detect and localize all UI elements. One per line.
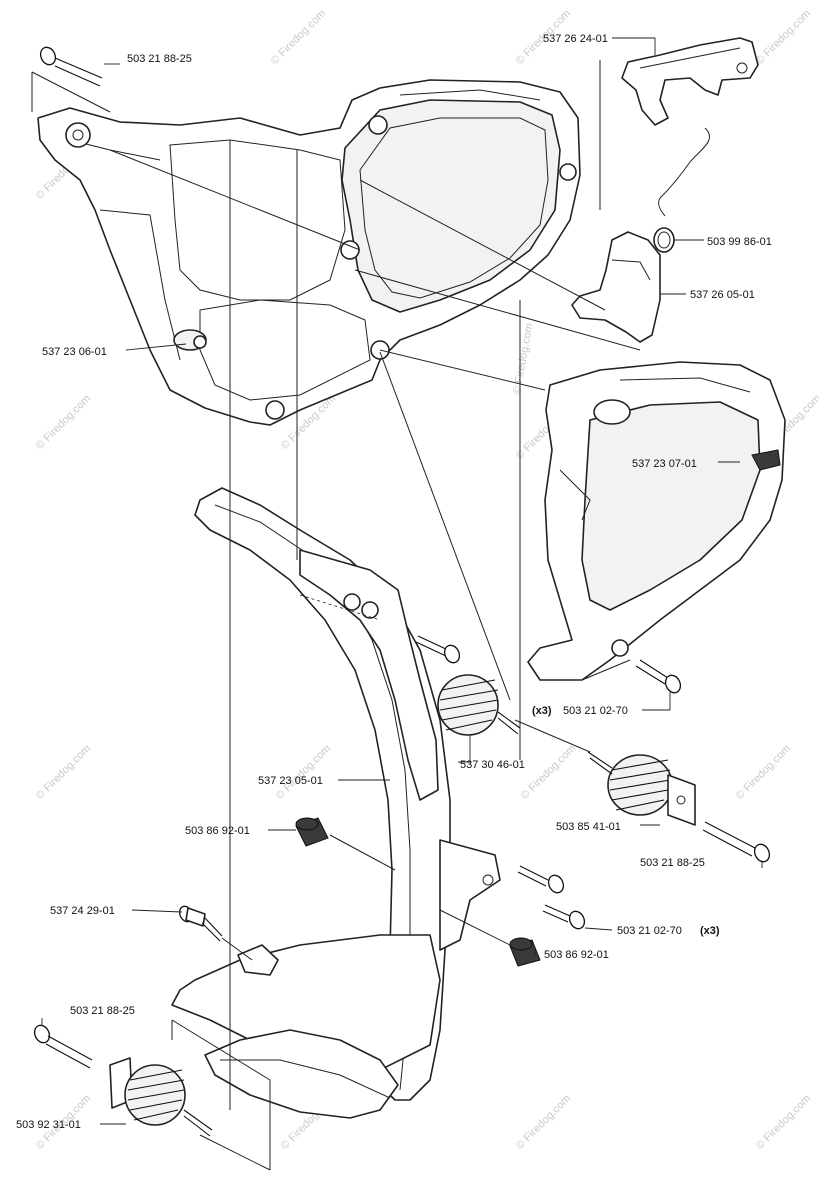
screw-spring-right <box>702 821 771 863</box>
throttle-trigger <box>621 37 759 126</box>
screw-bracket-2 <box>542 904 586 930</box>
throttle-lockout <box>571 231 661 343</box>
part-label: 503 86 92-01 <box>185 825 250 837</box>
rubber-buffer-upper <box>295 817 329 847</box>
trigger-spring <box>653 127 711 253</box>
part-label-qty: (x3) <box>532 705 552 717</box>
rubber-buffer-lower <box>509 937 541 967</box>
assembly-lines <box>31 60 641 1171</box>
watermark: © Firedog.com <box>519 743 579 803</box>
stud-537-24-29 <box>178 905 223 942</box>
watermark: © Firedog.com <box>34 743 94 803</box>
front-handle <box>171 487 501 1119</box>
screw-top-left <box>39 46 103 87</box>
part-label: 537 24 29-01 <box>50 905 115 917</box>
part-label: 503 92 31-01 <box>16 1119 81 1131</box>
part-label: 503 99 86-01 <box>707 236 772 248</box>
part-label: 503 85 41-01 <box>556 821 621 833</box>
av-spring-537-30-46 <box>437 674 521 736</box>
part-label: 503 21 88-25 <box>70 1005 135 1017</box>
watermark: © Firedog.com <box>734 743 794 803</box>
part-label: 503 21 02-70 <box>563 705 628 717</box>
handle-cover <box>527 361 786 681</box>
part-label: 503 21 02-70 <box>617 925 682 937</box>
part-label: 537 26 24-01 <box>543 33 608 45</box>
leader-lines <box>41 37 763 1125</box>
part-label: 537 26 05-01 <box>690 289 755 301</box>
part-label: 537 23 06-01 <box>42 346 107 358</box>
part-label: 503 21 88-25 <box>127 53 192 65</box>
watermark: © Firedog.com <box>754 8 814 68</box>
part-label: 503 21 88-25 <box>640 857 705 869</box>
part-label: 537 23 07-01 <box>632 458 697 470</box>
screw-bottom-left <box>33 1024 93 1069</box>
watermark: © Firedog.com <box>274 743 334 803</box>
av-spring-503-85-41 <box>587 751 696 826</box>
part-labels: 503 21 88-25 537 26 24-01 503 99 86-01 5… <box>16 33 772 1131</box>
watermark: © Firedog.com <box>269 8 329 68</box>
rear-handle-housing <box>37 79 581 426</box>
part-label: 503 86 92-01 <box>544 949 609 961</box>
watermark: © Firedog.com <box>514 1093 574 1153</box>
watermark: © Firedog.com <box>754 1093 814 1153</box>
screw-cover <box>635 659 682 694</box>
part-label: 537 23 05-01 <box>258 775 323 787</box>
part-label: 537 30 46-01 <box>460 759 525 771</box>
screw-front-upper <box>415 635 461 664</box>
watermark: © Firedog.com <box>34 393 94 453</box>
av-spring-503-92-31 <box>109 1057 213 1137</box>
screw-bracket-1 <box>517 865 565 894</box>
part-label-qty: (x3) <box>700 925 720 937</box>
